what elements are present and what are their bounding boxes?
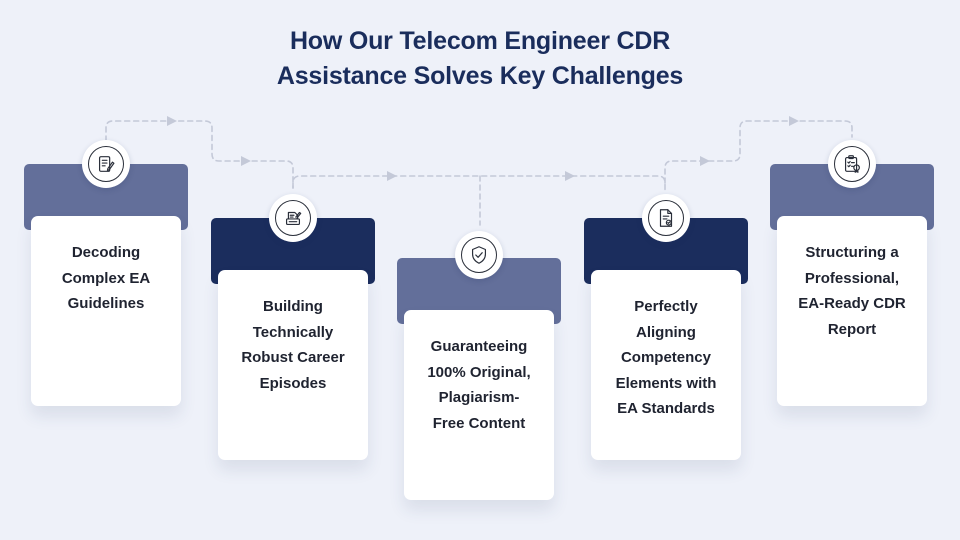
connector-1-2 — [105, 120, 294, 189]
document-check-icon — [642, 194, 690, 242]
clipboard-badge-icon — [828, 140, 876, 188]
step-label: Perfectly Aligning Competency Elements w… — [615, 298, 717, 417]
title-line-1: How Our Telecom Engineer CDR — [289, 27, 671, 55]
step-card: Decoding Complex EA Guidelines — [31, 216, 181, 406]
connector-2-4 — [292, 175, 666, 191]
step-card: Building Technically Robust Career Episo… — [218, 270, 368, 460]
step-label: Guaranteeing 100% Original, Plagiarism- … — [427, 338, 531, 432]
step-label: Decoding Complex EA Guidelines — [61, 244, 151, 312]
step-label: Structuring a Professional, EA-Ready CDR… — [798, 244, 906, 338]
connector-arrow — [387, 171, 397, 181]
connector-4-5 — [664, 120, 853, 184]
step-card: Structuring a Professional, EA-Ready CDR… — [777, 216, 927, 406]
title-line-2: Assistance Solves Key Challenges — [276, 62, 684, 90]
step-label: Building Technically Robust Career Episo… — [241, 298, 345, 392]
connector-arrow — [565, 171, 575, 181]
connector-arrow — [789, 116, 799, 126]
step-card: Perfectly Aligning Competency Elements w… — [591, 270, 741, 460]
document-stack-pen-icon — [269, 194, 317, 242]
connector-arrow — [241, 156, 251, 166]
step-card: Guaranteeing 100% Original, Plagiarism- … — [404, 310, 554, 500]
connector-arrow — [700, 156, 710, 166]
checklist-pencil-icon — [82, 140, 130, 188]
shield-check-icon — [455, 231, 503, 279]
connector-arrow — [167, 116, 177, 126]
page-title: How Our Telecom Engineer CDR Assistance … — [0, 24, 960, 94]
